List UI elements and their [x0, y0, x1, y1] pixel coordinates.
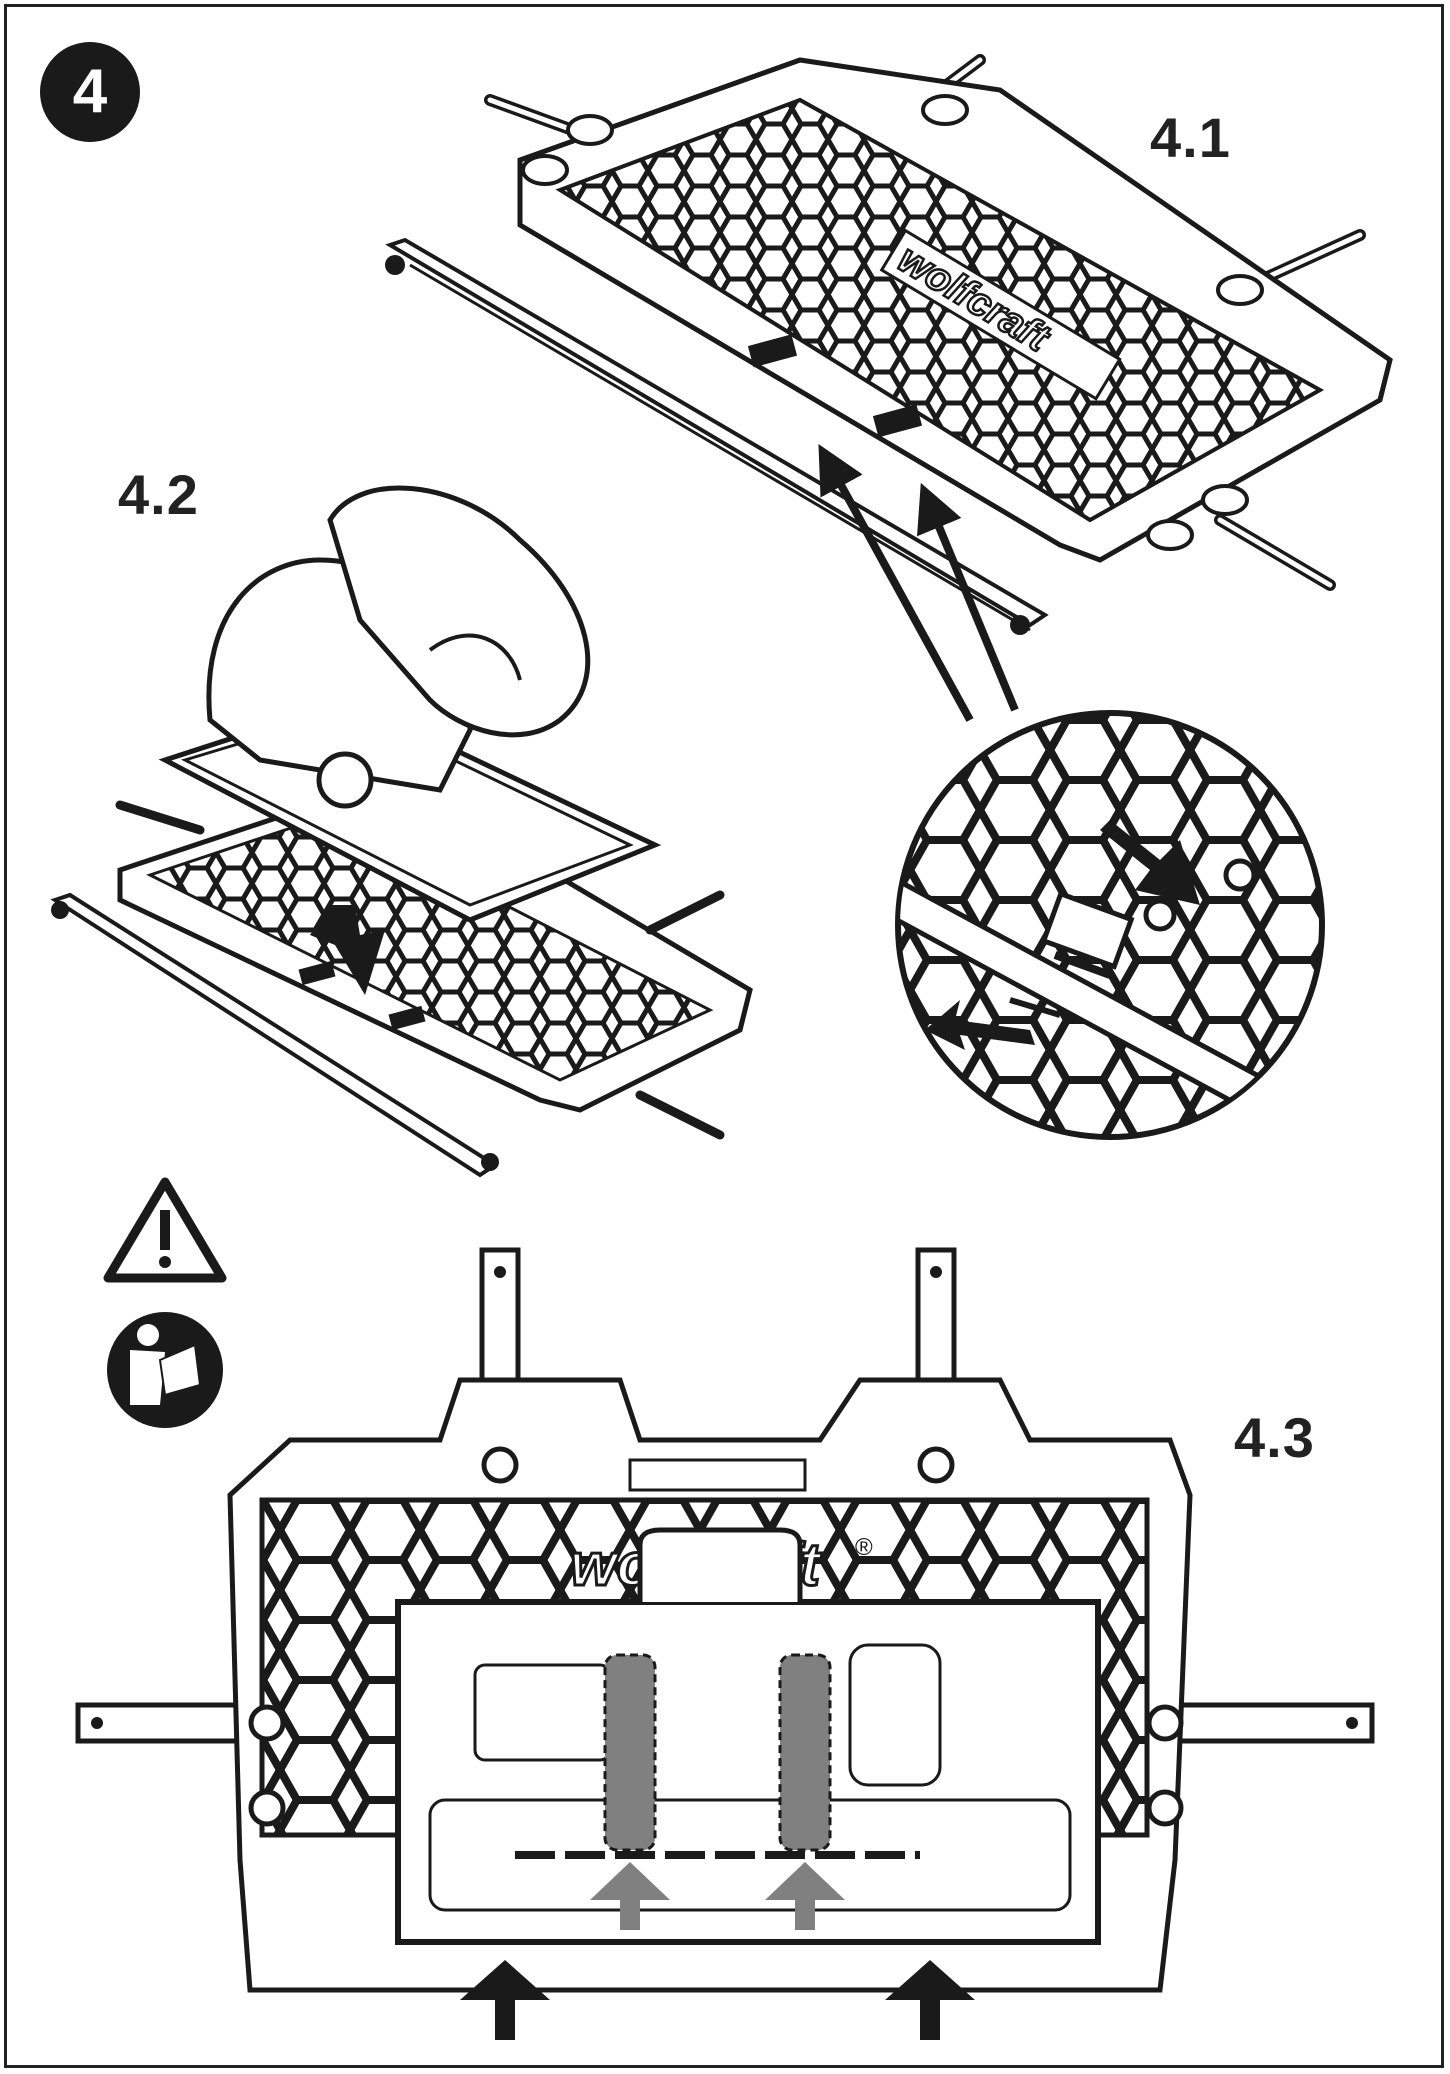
- page-frame: [4, 4, 1444, 2068]
- figure-4-2-saw-on-plate: [50, 485, 753, 1178]
- read-manual-icon: [107, 1312, 223, 1428]
- figure-4-1-guide-plate: wolfcraft: [385, 54, 1393, 722]
- figure-label-4-3: 4.3: [1234, 1406, 1315, 1469]
- registered-mark: ®: [855, 1534, 873, 1561]
- figure-label-4-1: 4.1: [1150, 106, 1231, 169]
- step-number-badge: 4: [40, 42, 140, 142]
- detail-zoom-circle: [895, 710, 1325, 1140]
- figure-4-3-top-view: wolfcraft ®: [75, 1247, 1375, 2040]
- figure-label-4-2: 4.2: [118, 463, 199, 526]
- warning-triangle-icon: [103, 1177, 227, 1283]
